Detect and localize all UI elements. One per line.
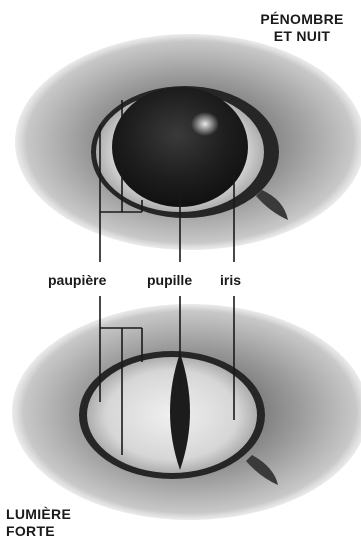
pupil-highlight [191,112,219,136]
eye-bright-light [12,304,361,520]
caption-bright-light: LUMIÈRE FORTE [6,506,116,540]
caption-top-line2: ET NUIT [247,28,357,45]
label-iris: iris [220,272,241,289]
caption-bottom-line1: LUMIÈRE [6,506,116,523]
caption-top-line1: PÉNOMBRE [247,11,357,28]
caption-bottom-line2: FORTE [6,523,116,540]
caption-dim-light: PÉNOMBRE ET NUIT [247,11,357,45]
label-eyelid: paupière [48,272,106,289]
eye-dim-light [15,34,361,250]
label-pupil: pupille [147,272,192,289]
pupil-round [112,87,248,207]
